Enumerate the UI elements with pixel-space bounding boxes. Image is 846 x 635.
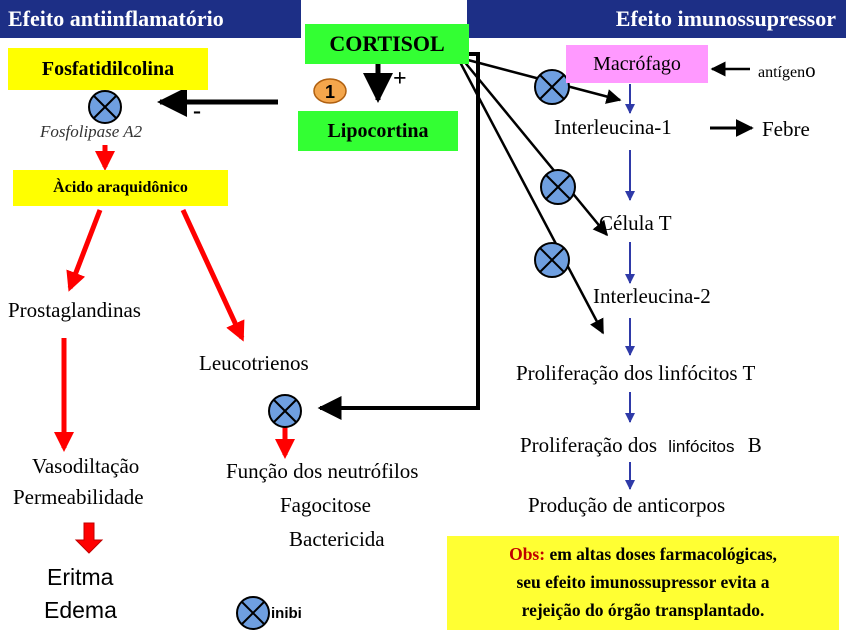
acido-label: Àcido araquidônico xyxy=(53,179,188,196)
acido-box: Àcido araquidônico xyxy=(13,170,228,206)
celula-t-label: Célula T xyxy=(599,211,672,235)
inhibit-icon xyxy=(268,394,302,428)
obs-line1-text: em altas doses farmacológicas, xyxy=(549,544,777,564)
lipocortina-label: Lipocortina xyxy=(327,119,429,142)
arrow-acido-prostaglandinas xyxy=(66,209,103,292)
obs-label: Obs: xyxy=(509,544,546,564)
obs-line2: seu efeito imunossupressor evita a xyxy=(516,572,770,592)
header-left: Efeito antiinflamatório xyxy=(0,0,301,38)
arrow-cortisol-leucotrienos xyxy=(317,52,480,420)
arrow-cortisol-interleucina2 xyxy=(458,61,605,335)
macrofago-label: Macrófago xyxy=(593,52,681,75)
step-badge: 1 xyxy=(313,78,347,104)
arrow-acido-leucotrienos xyxy=(180,208,245,342)
arrow-cortisol-celula-t xyxy=(462,59,608,237)
interleucina2-label: Interleucina-2 xyxy=(593,284,711,308)
cortisol-box: CORTISOL xyxy=(305,24,469,64)
cortisol-label: CORTISOL xyxy=(329,31,445,56)
obs-note: Obs: em altas doses farmacológicas, seu … xyxy=(447,536,839,630)
step-number: 1 xyxy=(325,82,335,102)
leucotrienos-label: Leucotrienos xyxy=(199,351,309,375)
minus-sign: - xyxy=(193,98,201,124)
prolif-b-mid: linfócitos xyxy=(668,437,735,456)
inhibit-icon xyxy=(88,90,122,124)
inhibit-icon xyxy=(534,69,570,105)
lipocortina-box: Lipocortina xyxy=(298,111,458,151)
prolif-t-label: Proliferação dos linfócitos T xyxy=(516,361,756,385)
vasodilatacao-label: Vasodiltação xyxy=(32,454,140,478)
antigeno-tail: o xyxy=(805,58,816,82)
legend-inhibit-label: inibi xyxy=(271,605,302,622)
inhibit-icon xyxy=(534,242,570,278)
anticorpos-label: Produção de anticorpos xyxy=(528,493,726,517)
antigeno-label: antígeno xyxy=(758,58,816,83)
legend-inhibit-icon xyxy=(236,596,270,630)
obs-line3: rejeição do órgão transplantado. xyxy=(521,600,765,620)
eritma-label: Eritma xyxy=(47,564,114,590)
obs-line1: Obs: em altas doses farmacológicas, xyxy=(447,540,839,568)
funcao-label: Função dos neutrófilos xyxy=(226,459,419,483)
fosfatidilcolina-box: Fosfatidilcolina xyxy=(8,48,208,90)
prolif-b-pre: Proliferação dos xyxy=(520,433,658,457)
bactericida-label: Bactericida xyxy=(289,527,385,551)
header-left-title: Efeito antiinflamatório xyxy=(8,6,224,31)
inhibit-icon xyxy=(540,169,576,205)
prolif-b-post: B xyxy=(747,433,762,457)
interleucina1-label: Interleucina-1 xyxy=(554,115,672,139)
fosfolipase-label: Fosfolipase A2 xyxy=(40,122,143,141)
arrow-permeabilidade-eritma xyxy=(74,522,104,554)
fagocitose-label: Fagocitose xyxy=(280,493,371,517)
antigeno-main: antígen xyxy=(758,64,806,81)
prolif-b-label: Proliferação dos linfócitos B xyxy=(520,433,762,458)
edema-label: Edema xyxy=(44,597,117,623)
plus-sign: + xyxy=(393,66,407,92)
header-right: Efeito imunossupressor xyxy=(467,0,846,38)
febre-label: Febre xyxy=(762,117,810,141)
prostaglandinas-label: Prostaglandinas xyxy=(8,298,141,322)
fosfatidilcolina-label: Fosfatidilcolina xyxy=(41,57,175,80)
macrofago-box: Macrófago xyxy=(566,45,708,83)
header-right-title: Efeito imunossupressor xyxy=(615,6,836,31)
permeabilidade-label: Permeabilidade xyxy=(13,485,144,509)
